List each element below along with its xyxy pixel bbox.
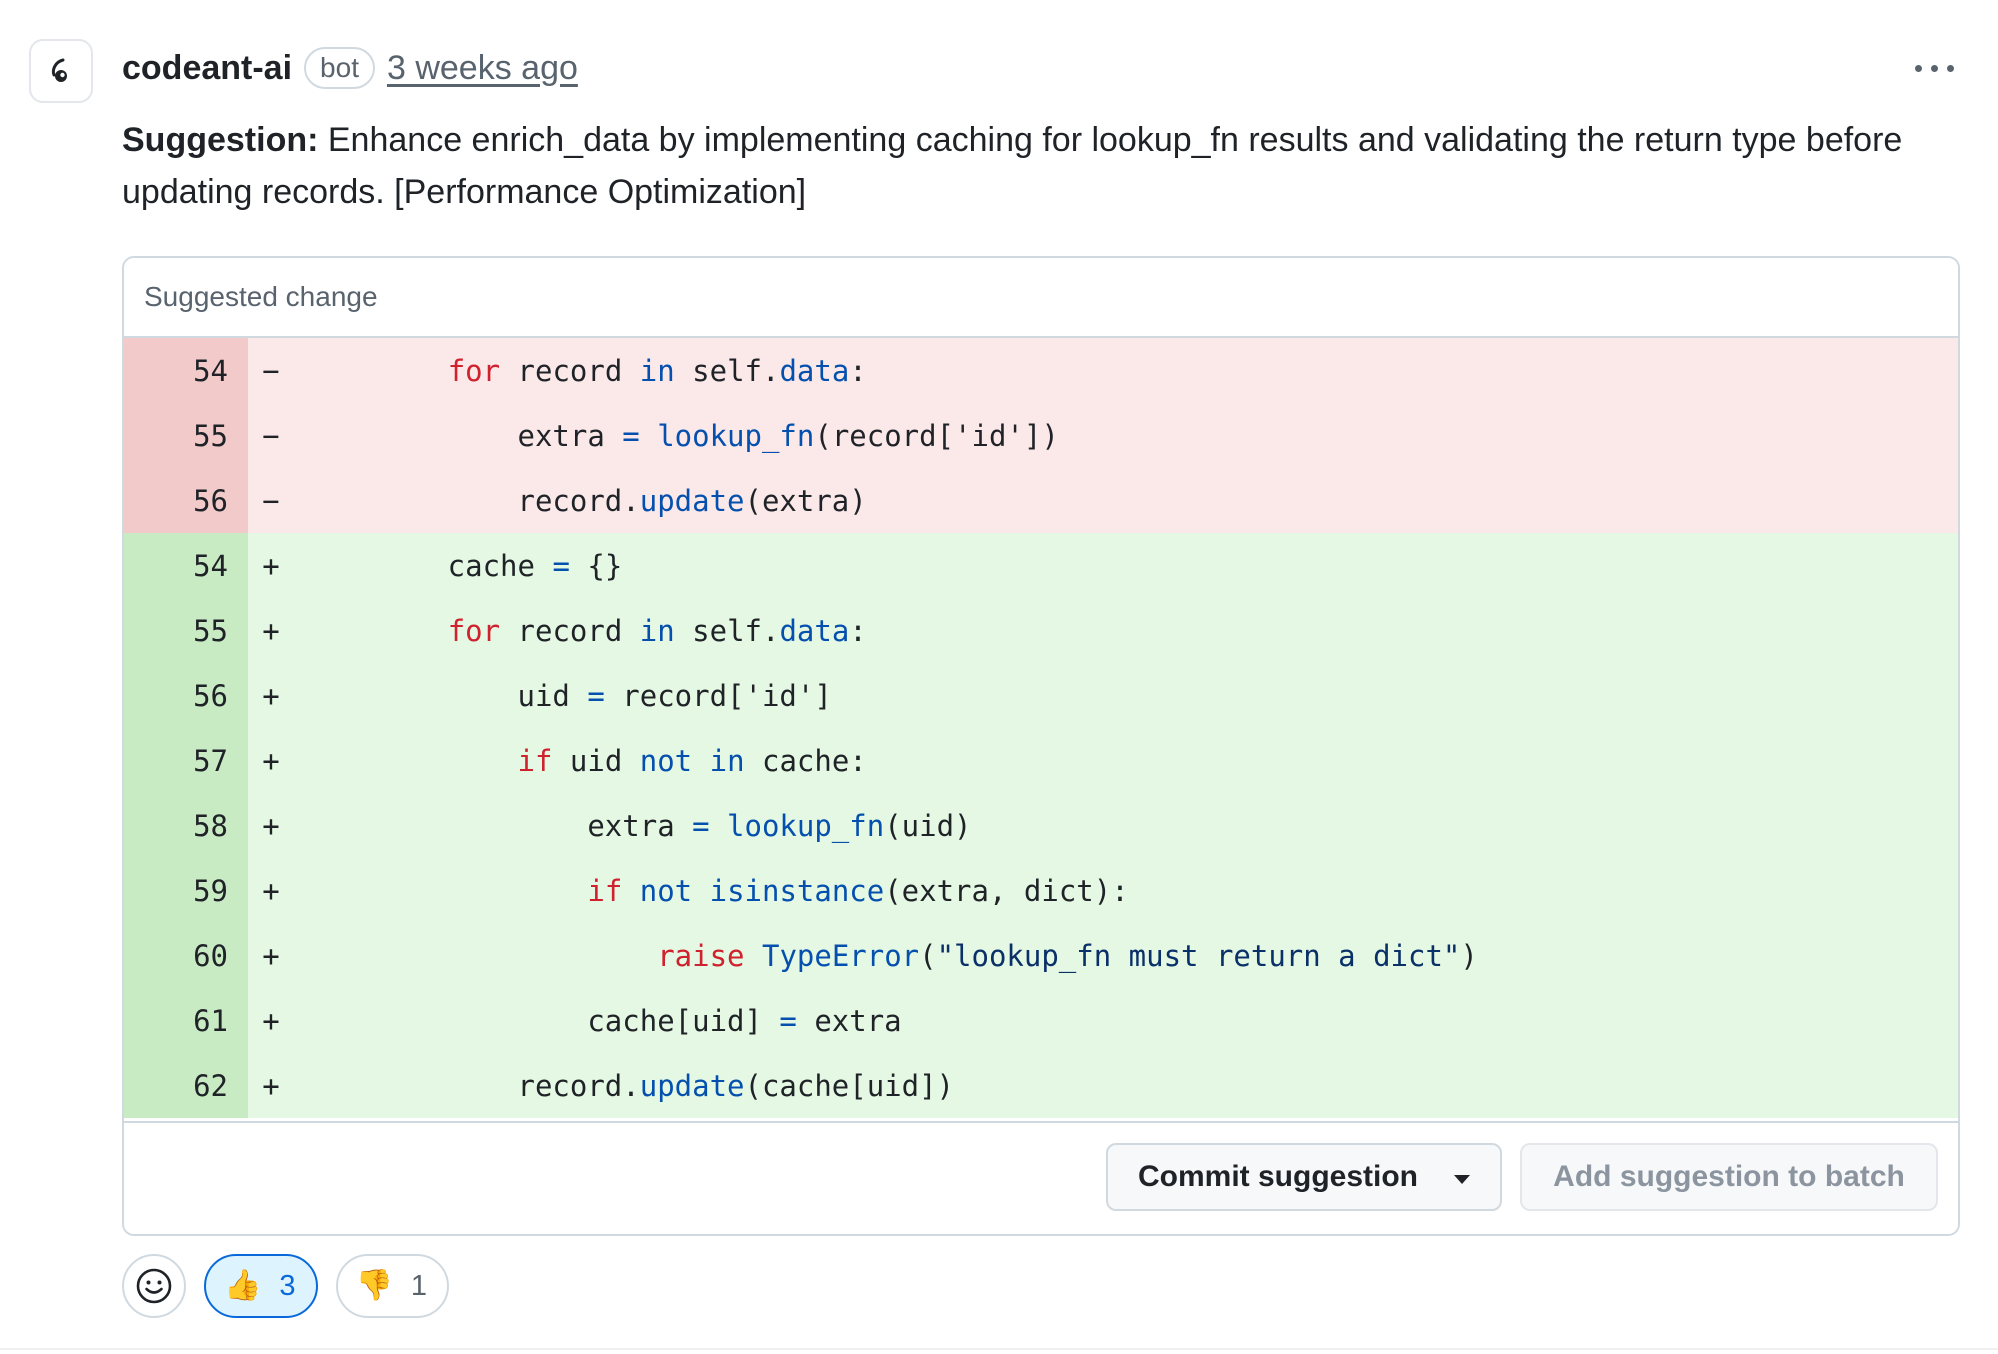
line-number: 56 — [124, 468, 248, 533]
thumbs-down-count: 1 — [410, 1269, 427, 1302]
diff-sign: + — [262, 613, 280, 648]
line-number: 62 — [124, 1053, 248, 1118]
code-line: if not isinstance(extra, dict): — [587, 873, 1129, 908]
thumbs-up-icon: 👍 — [224, 1269, 262, 1302]
diff-sign: + — [262, 548, 280, 583]
thumbs-up-count: 3 — [279, 1269, 296, 1302]
kebab-horizontal-icon[interactable] — [1915, 56, 1954, 80]
diff-row-added: 57 + if uid not in cache: — [124, 728, 1958, 793]
avatar[interactable] — [29, 39, 93, 103]
commit-suggestion-label: Commit suggestion — [1138, 1160, 1419, 1193]
diff-row-added: 58 + extra = lookup_fn(uid) — [124, 793, 1958, 858]
diff-sign: − — [262, 353, 280, 388]
diff-table: 54 − for record in self.data: 55 − extra… — [124, 338, 1958, 1118]
commit-suggestion-button[interactable]: Commit suggestion — [1106, 1143, 1502, 1211]
diff-row-deleted: 55 − extra = lookup_fn(record['id']) — [124, 403, 1958, 468]
diff-row-added: 59 + if not isinstance(extra, dict): — [124, 858, 1958, 923]
suggestion-text: Suggestion: Enhance enrich_data by imple… — [122, 114, 1952, 218]
diff-sign: − — [262, 483, 280, 518]
code-line: raise TypeError("lookup_fn must return a… — [657, 938, 1478, 973]
suggestion-actions: Commit suggestion Add suggestion to batc… — [124, 1121, 1958, 1234]
line-number: 61 — [124, 988, 248, 1053]
diff-sign: + — [262, 873, 280, 908]
suggestion-label: Suggestion: — [122, 121, 319, 159]
reaction-thumbs-down[interactable]: 👎 1 — [335, 1254, 449, 1318]
line-number: 59 — [124, 858, 248, 923]
bot-badge: bot — [304, 47, 375, 89]
diff-row-deleted: 54 − for record in self.data: — [124, 338, 1958, 403]
codeant-logo-icon — [51, 58, 67, 82]
code-line: cache = {} — [308, 548, 623, 583]
diff-row-added: 55 + for record in self.data: — [124, 598, 1958, 663]
line-number: 54 — [124, 338, 248, 403]
divider — [0, 1348, 1998, 1350]
smiley-icon — [136, 1268, 172, 1304]
triangle-down-icon[interactable] — [1454, 1175, 1470, 1184]
add-reaction-button[interactable] — [122, 1254, 186, 1318]
diff-sign: + — [262, 938, 280, 973]
code-line: extra = lookup_fn(uid) — [308, 808, 972, 843]
code-line: record.update(extra) — [308, 483, 867, 518]
diff-sign: + — [262, 743, 280, 778]
diff-row-added: 54 + cache = {} — [124, 533, 1958, 598]
reaction-thumbs-up[interactable]: 👍 3 — [204, 1254, 318, 1318]
line-number: 60 — [124, 923, 248, 988]
line-number: 55 — [124, 403, 248, 468]
diff-sign: − — [262, 418, 280, 453]
code-line: if uid not in cache: — [517, 743, 867, 778]
add-suggestion-to-batch-button[interactable]: Add suggestion to batch — [1520, 1143, 1938, 1211]
line-number: 54 — [124, 533, 248, 598]
thumbs-down-icon: 👎 — [355, 1269, 393, 1302]
code-line: for record in self.data: — [447, 353, 867, 388]
reactions-bar: 👍 3 👎 1 — [122, 1254, 449, 1318]
diff-row-added: 60 + raise TypeError("lookup_fn must ret… — [124, 923, 1958, 988]
diff-row-deleted: 56 − record.update(extra) — [124, 468, 1958, 533]
diff-sign: + — [262, 678, 280, 713]
diff-row-added: 62 + record.update(cache[uid]) — [124, 1053, 1958, 1118]
diff-row-added: 61 + cache[uid] = extra — [124, 988, 1958, 1053]
code-line: for record in self.data: — [447, 613, 867, 648]
code-line: extra = lookup_fn(record['id']) — [308, 418, 1059, 453]
author-name[interactable]: codeant-ai — [122, 48, 293, 87]
suggestion-body: Enhance enrich_data by implementing cach… — [122, 121, 1903, 211]
diff-sign: + — [262, 808, 280, 843]
diff-sign: + — [262, 1068, 280, 1103]
line-number: 57 — [124, 728, 248, 793]
comment-header: codeant-ai bot 3 weeks ago — [122, 44, 578, 92]
code-line: uid = record['id'] — [308, 678, 832, 713]
line-number: 55 — [124, 598, 248, 663]
code-line: cache[uid] = extra — [308, 1003, 902, 1038]
diff-sign: + — [262, 1003, 280, 1038]
line-number: 58 — [124, 793, 248, 858]
code-line: record.update(cache[uid]) — [308, 1068, 955, 1103]
comment-timestamp[interactable]: 3 weeks ago — [386, 48, 578, 87]
suggested-change-card: Suggested change 54 − for record in self… — [122, 256, 1960, 1236]
diff-row-added: 56 + uid = record['id'] — [124, 663, 1958, 728]
suggested-change-header: Suggested change — [124, 258, 1958, 338]
line-number: 56 — [124, 663, 248, 728]
